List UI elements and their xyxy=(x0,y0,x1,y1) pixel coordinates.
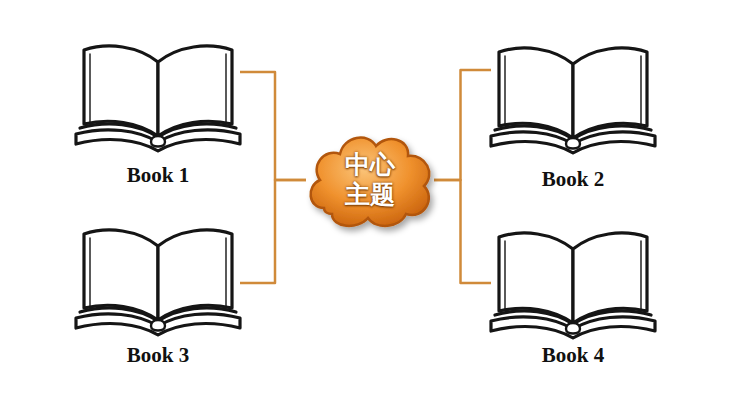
bracket-connector xyxy=(240,180,306,283)
book-icon xyxy=(491,233,655,338)
book-label: Book 4 xyxy=(539,343,607,368)
bracket-connector xyxy=(434,70,491,180)
book-label: Book 1 xyxy=(124,163,192,188)
book-icon xyxy=(76,230,240,335)
bracket-connector xyxy=(240,72,306,180)
book-node: Book 1 xyxy=(72,38,244,188)
book-icon xyxy=(76,46,240,151)
topic-label: 中心 主题 xyxy=(341,150,399,210)
book-node: Book 2 xyxy=(487,40,659,192)
book-node: Book 3 xyxy=(72,222,244,368)
bracket-connector xyxy=(434,180,491,283)
book-label: Book 3 xyxy=(124,343,192,368)
book-node: Book 4 xyxy=(487,225,659,368)
central-topic-cloud: 中心 主题 xyxy=(302,128,438,232)
book-label: Book 2 xyxy=(539,167,607,192)
book-icon xyxy=(491,48,655,153)
